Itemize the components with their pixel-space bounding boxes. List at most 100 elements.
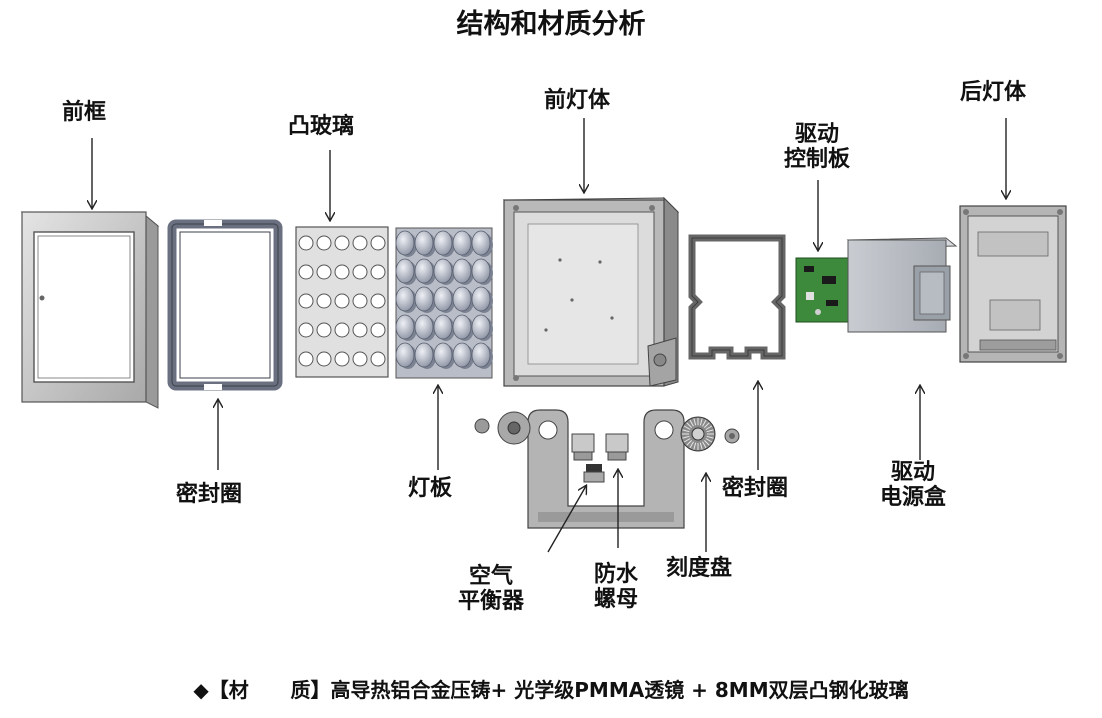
- label-driver-box: 驱动 电源盒: [880, 460, 946, 510]
- label-seal-ring-right: 密封圈: [722, 476, 789, 501]
- label-seal-ring-left: 密封圈: [176, 482, 243, 507]
- label-waterproof-nut: 防水 螺母: [594, 562, 638, 612]
- driver-control-board-part: [795, 257, 849, 323]
- dial-part: [680, 416, 716, 452]
- glass-hole: [352, 351, 368, 367]
- glass-hole: [352, 264, 368, 280]
- seal-ring-left-part: [167, 219, 283, 391]
- dial-tick: [704, 440, 710, 446]
- label-front-frame: 前框: [62, 100, 107, 125]
- dial-tick: [693, 442, 697, 450]
- lens: [395, 230, 415, 256]
- footer-bracket-open: 【: [208, 678, 229, 702]
- dial-tick: [682, 435, 690, 439]
- label-driver-box-line2: 电源盒: [880, 485, 947, 510]
- label-waterproof-nut-line2: 螺母: [594, 587, 639, 612]
- lens: [471, 258, 491, 284]
- glass-hole: [334, 235, 350, 251]
- lens: [414, 314, 434, 340]
- dial-tick: [702, 419, 707, 427]
- glass-hole: [316, 351, 332, 367]
- material-footer: ◆【材 质】高导热铝合金压铸+ 光学级PMMA透镜 + 8MM双层凸钢化玻璃: [0, 674, 1102, 703]
- glass-hole: [316, 293, 332, 309]
- lens: [395, 314, 415, 340]
- glass-hole: [370, 264, 386, 280]
- label-air-balancer: 空气 平衡器: [458, 564, 524, 614]
- lens: [433, 342, 453, 368]
- front-lamp-body-part: [502, 196, 680, 387]
- glass-hole: [316, 322, 332, 338]
- dial-tick: [702, 441, 707, 449]
- arrow-air-balancer: [547, 486, 586, 553]
- label-driver-board-line1: 驱动: [795, 122, 840, 147]
- glass-hole: [370, 235, 386, 251]
- dial-tick: [706, 435, 714, 439]
- label-air-balancer-line2: 平衡器: [458, 589, 525, 614]
- dial-tick: [704, 422, 710, 428]
- lens: [452, 342, 472, 368]
- lens: [395, 342, 415, 368]
- seal-ring-right-part: [688, 234, 786, 360]
- glass-hole: [370, 322, 386, 338]
- lens: [433, 258, 453, 284]
- rear-lamp-body-part: [959, 205, 1067, 363]
- glass-hole: [352, 293, 368, 309]
- dial-tick: [689, 441, 694, 449]
- dial-tick: [689, 419, 694, 427]
- glass-hole: [298, 293, 314, 309]
- dial-tick: [699, 442, 703, 450]
- label-dial: 刻度盘: [666, 556, 733, 581]
- glass-hole: [352, 235, 368, 251]
- mounting-bracket-part: [527, 409, 685, 529]
- lens: [414, 230, 434, 256]
- label-rear-body: 后灯体: [960, 80, 1027, 105]
- lens: [414, 342, 434, 368]
- lens: [452, 286, 472, 312]
- glass-hole: [316, 235, 332, 251]
- footer-label-b: 质: [290, 678, 311, 702]
- lens: [471, 230, 491, 256]
- glass-hole: [334, 264, 350, 280]
- air-balancer-part: [583, 464, 605, 483]
- label-front-body: 前灯体: [544, 88, 611, 113]
- lens: [452, 314, 472, 340]
- dial-tick: [683, 438, 691, 443]
- label-lamp-board: 灯板: [408, 476, 453, 501]
- dial-tick: [693, 418, 697, 426]
- glass-hole: [370, 351, 386, 367]
- lens: [471, 314, 491, 340]
- callout-arrows: [92, 118, 1006, 553]
- label-convex-glass: 凸玻璃: [288, 114, 355, 139]
- lens: [395, 286, 415, 312]
- dial-tick: [686, 422, 692, 428]
- glass-hole: [334, 322, 350, 338]
- lens: [452, 230, 472, 256]
- lamp-board-part: [395, 227, 493, 379]
- label-driver-board: 驱动 控制板: [784, 122, 850, 172]
- label-driver-board-line2: 控制板: [784, 147, 851, 172]
- footer-label-a: 材: [228, 678, 249, 702]
- lens: [414, 286, 434, 312]
- dial-tick: [706, 429, 714, 433]
- waterproof-nut-part: [571, 433, 629, 461]
- driver-power-box-part: [846, 237, 958, 333]
- dial-tick: [705, 438, 713, 443]
- label-air-balancer-line1: 空气: [469, 564, 514, 589]
- glass-hole: [316, 264, 332, 280]
- diamond-bullet-icon: ◆: [193, 678, 209, 702]
- lens: [471, 342, 491, 368]
- dial-tick: [683, 425, 691, 430]
- glass-hole: [298, 235, 314, 251]
- glass-hole: [334, 293, 350, 309]
- lens: [433, 314, 453, 340]
- dial-tick: [686, 440, 692, 446]
- footer-material-text: 高导热铝合金压铸+ 光学级PMMA透镜 + 8MM双层凸钢化玻璃: [330, 678, 909, 702]
- footer-bracket-close: 】: [310, 678, 331, 702]
- glass-hole: [334, 351, 350, 367]
- label-driver-box-line1: 驱动: [891, 460, 936, 485]
- glass-hole: [298, 351, 314, 367]
- dial-tick: [705, 425, 713, 430]
- convex-glass-part: [295, 226, 389, 378]
- diagram-title: 结构和材质分析: [456, 9, 646, 40]
